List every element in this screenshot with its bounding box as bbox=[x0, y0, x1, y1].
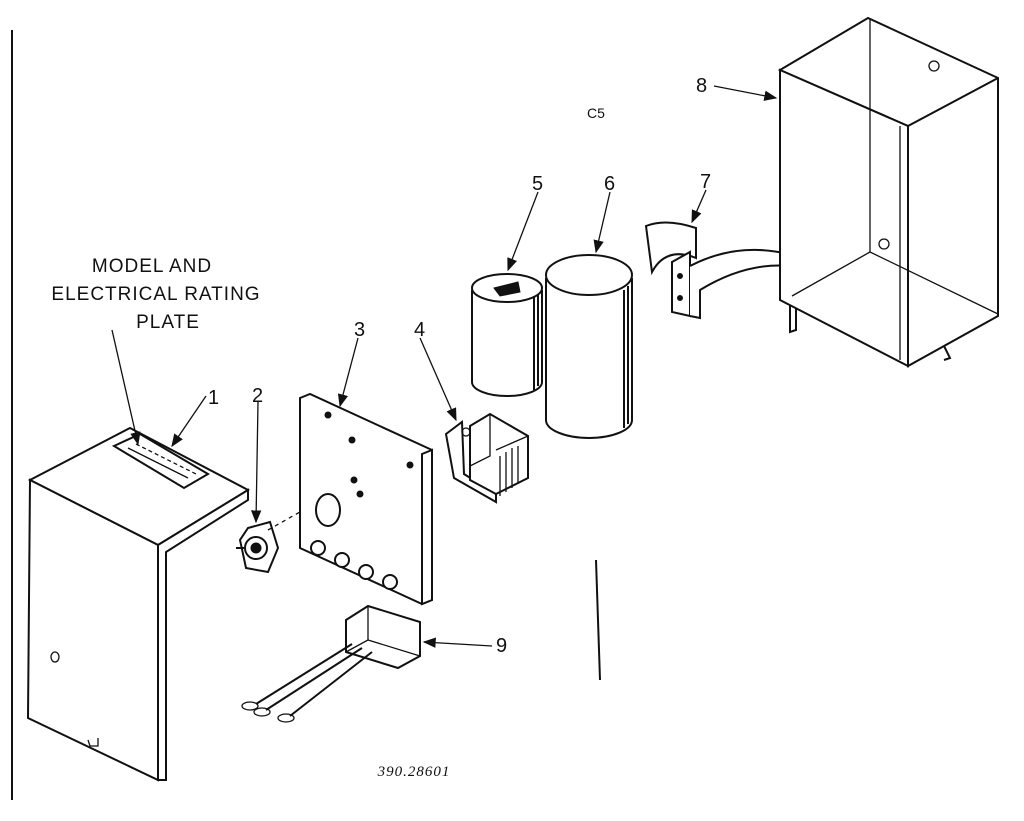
part-3-mounting-panel bbox=[299, 392, 433, 606]
leader-arrows bbox=[111, 85, 778, 648]
callout-6: 6 bbox=[604, 173, 615, 195]
part-7-strap bbox=[644, 221, 797, 334]
part-8-housing bbox=[777, 16, 999, 368]
plate-caption-line-1: MODEL AND bbox=[92, 256, 212, 277]
part-2-thermostat bbox=[236, 494, 331, 574]
plate-caption-line-3: PLATE bbox=[136, 312, 200, 333]
stray-mark bbox=[595, 559, 601, 681]
callout-3: 3 bbox=[354, 319, 365, 341]
sheet-code: C5 bbox=[587, 105, 605, 121]
part-5-small-capacitor bbox=[471, 273, 543, 397]
drawing-number: 390.28601 bbox=[377, 764, 451, 780]
callout-7: 7 bbox=[700, 171, 711, 193]
callout-8: 8 bbox=[696, 75, 707, 97]
callout-4: 4 bbox=[414, 319, 425, 341]
part-6-large-capacitor bbox=[545, 254, 633, 439]
part-4-relay bbox=[444, 412, 529, 504]
callout-9: 9 bbox=[496, 635, 507, 657]
callout-1: 1 bbox=[208, 387, 219, 409]
part-9-wire-harness bbox=[241, 604, 421, 723]
callout-5: 5 bbox=[532, 173, 543, 195]
part-1-cover bbox=[26, 426, 251, 782]
plate-caption-line-2: ELECTRICAL RATING bbox=[51, 284, 260, 305]
callout-2: 2 bbox=[252, 385, 263, 407]
